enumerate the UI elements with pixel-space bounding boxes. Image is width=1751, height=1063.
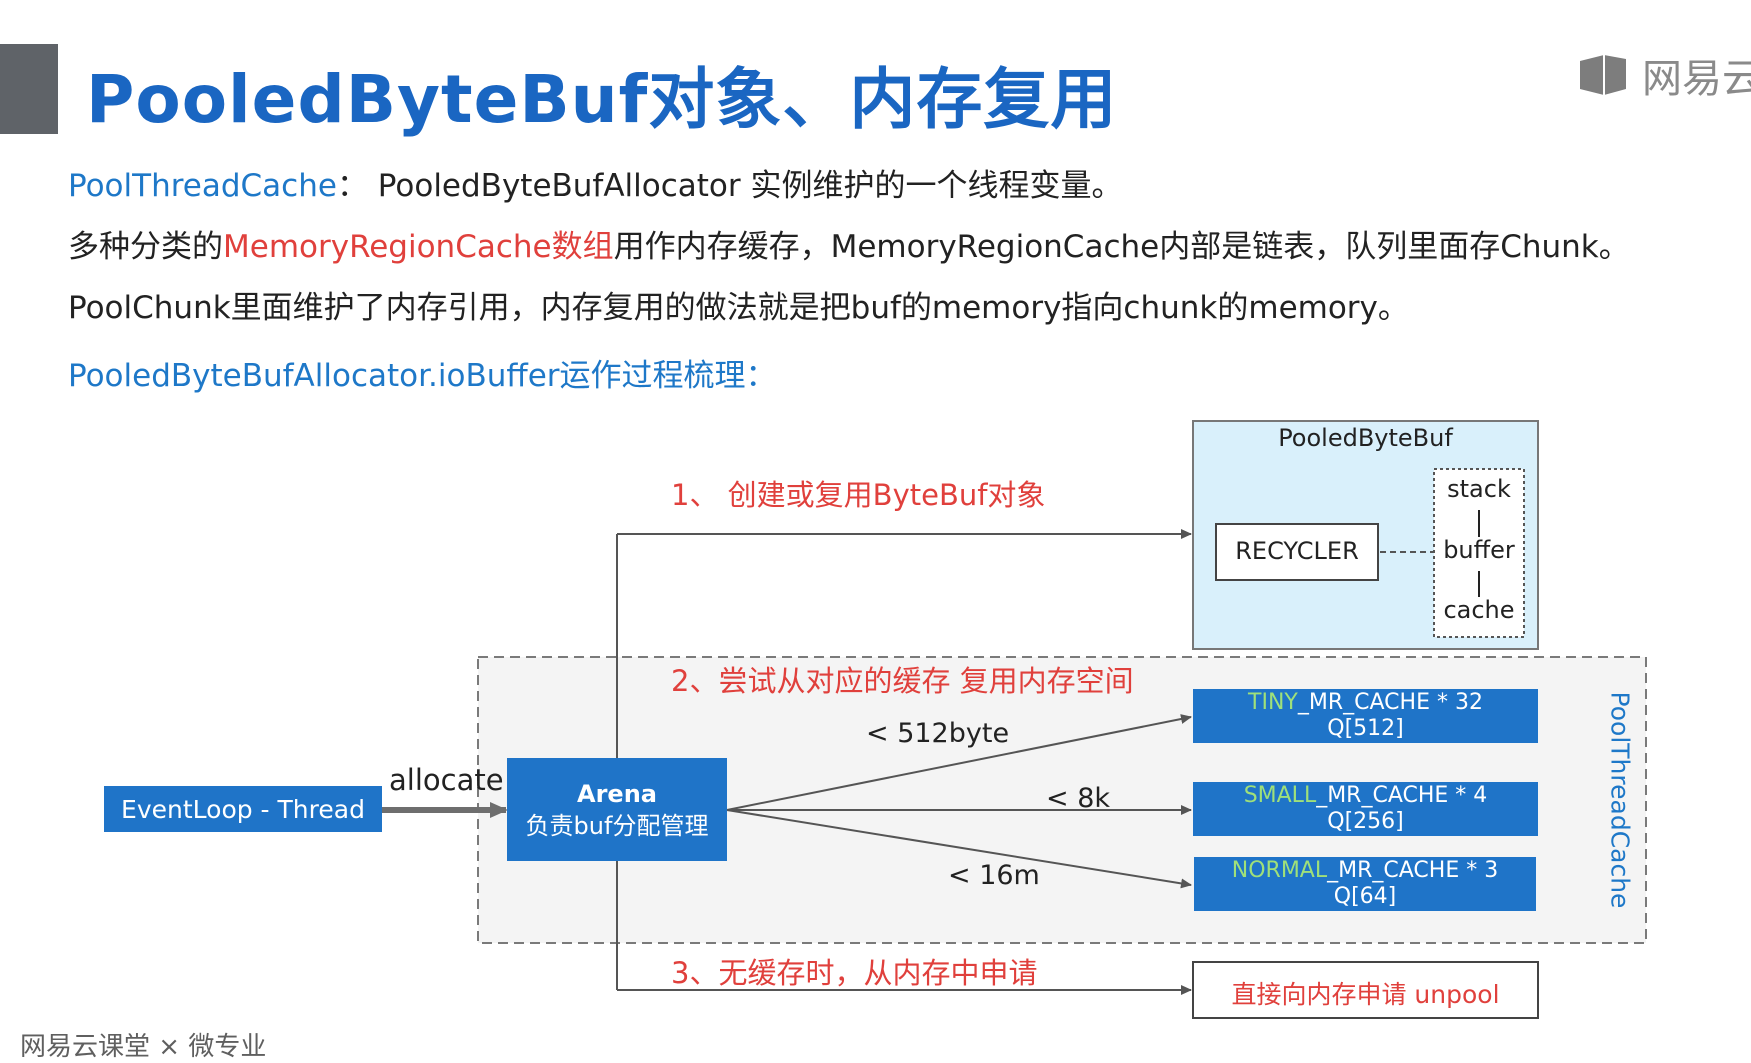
arena-title: Arena <box>577 779 657 808</box>
recycler-label: RECYCLER <box>1235 537 1359 565</box>
recycler-box <box>1215 523 1379 581</box>
step2-label: 2、尝试从对应的缓存 复用内存空间 <box>671 664 1134 698</box>
intro-line-1: PoolThreadCache： PooledByteBufAllocator … <box>68 160 1123 205</box>
normal-queue-label: Q[64] <box>1333 884 1397 909</box>
small-queue-label: Q[256] <box>1327 809 1404 834</box>
unpool-label: 直接向内存申请 unpool <box>1231 980 1500 1009</box>
title-accent-bar <box>0 44 58 134</box>
normal-cache-box: NORMAL_MR_CACHE * 3 Q[64] <box>1194 857 1536 911</box>
stack-label: stack <box>1447 475 1511 503</box>
arrow-normal <box>726 809 1192 889</box>
step1-label: 1、 创建或复用ByteBuf对象 <box>671 478 1046 512</box>
intro-line-2: 多种分类的MemoryRegionCache数组用作内存缓存，MemoryReg… <box>68 221 1630 266</box>
eventloop-thread-label: EventLoop - Thread <box>121 794 365 824</box>
intro-line-2-a: 多种分类的 <box>68 229 223 265</box>
tiny-cache-box: TINY_MR_CACHE * 32 Q[512] <box>1193 689 1538 743</box>
brand-logo: 网易云 <box>1578 46 1751 104</box>
poolthreadcache-term: PoolThreadCache <box>68 168 337 204</box>
normal-cache-label: _MR_CACHE * 3 <box>1327 858 1499 883</box>
ioBuffer-heading: PooledByteBufAllocator.ioBuffer运作过程梳理： <box>68 358 777 394</box>
page-title: PooledByteBuf对象、内存复用 <box>86 61 1118 138</box>
buffer-label: buffer <box>1443 536 1515 564</box>
memoryregioncache-term: MemoryRegionCache数组 <box>223 229 614 265</box>
tiny-cache-label: _MR_CACHE * 32 <box>1297 690 1483 715</box>
normal-label: NORMAL <box>1231 858 1328 883</box>
small-label: SMALL <box>1243 783 1317 808</box>
tiny-label: TINY <box>1248 690 1298 715</box>
allocate-label: allocate <box>389 763 504 797</box>
arena-box: Arena 负责buf分配管理 <box>507 758 727 861</box>
small-cache-box: SMALL_MR_CACHE * 4 Q[256] <box>1193 782 1538 836</box>
intro-line-2-b: 用作内存缓存，MemoryRegionCache内部是链表，队列里面存Chunk… <box>613 229 1630 265</box>
brand-name: 网易云 <box>1642 56 1751 102</box>
tiny-queue-label: Q[512] <box>1327 716 1404 741</box>
arrow-tiny <box>726 714 1192 811</box>
arena-subtitle: 负责buf分配管理 <box>525 811 709 840</box>
unpool-box <box>1192 961 1539 1019</box>
intro-line-3: PoolChunk里面维护了内存引用，内存复用的做法就是把buf的memory指… <box>68 290 1409 326</box>
cache-label: cache <box>1443 596 1515 624</box>
cond-16m: < 16m <box>948 860 1040 891</box>
eventloop-thread-box: EventLoop - Thread <box>104 786 382 832</box>
step3-label: 3、无缓存时，从内存中申请 <box>671 956 1038 990</box>
cond-512byte: < 512byte <box>866 718 1010 749</box>
cond-8k: < 8k <box>1046 783 1111 814</box>
book-icon <box>1580 55 1626 95</box>
footer-watermark: 网易云课堂 × 微专业 <box>20 1032 267 1062</box>
pooledbytebuf-title: PooledByteBuf <box>1278 424 1453 452</box>
intro-line-1-text: ： PooledByteBufAllocator 实例维护的一个线程变量。 <box>336 168 1123 204</box>
stack-buffer-cache-box <box>1433 468 1525 638</box>
poolthreadcache-vertical-label: PoolThreadCache <box>1605 691 1635 909</box>
small-cache-label: _MR_CACHE * 4 <box>1316 783 1488 808</box>
